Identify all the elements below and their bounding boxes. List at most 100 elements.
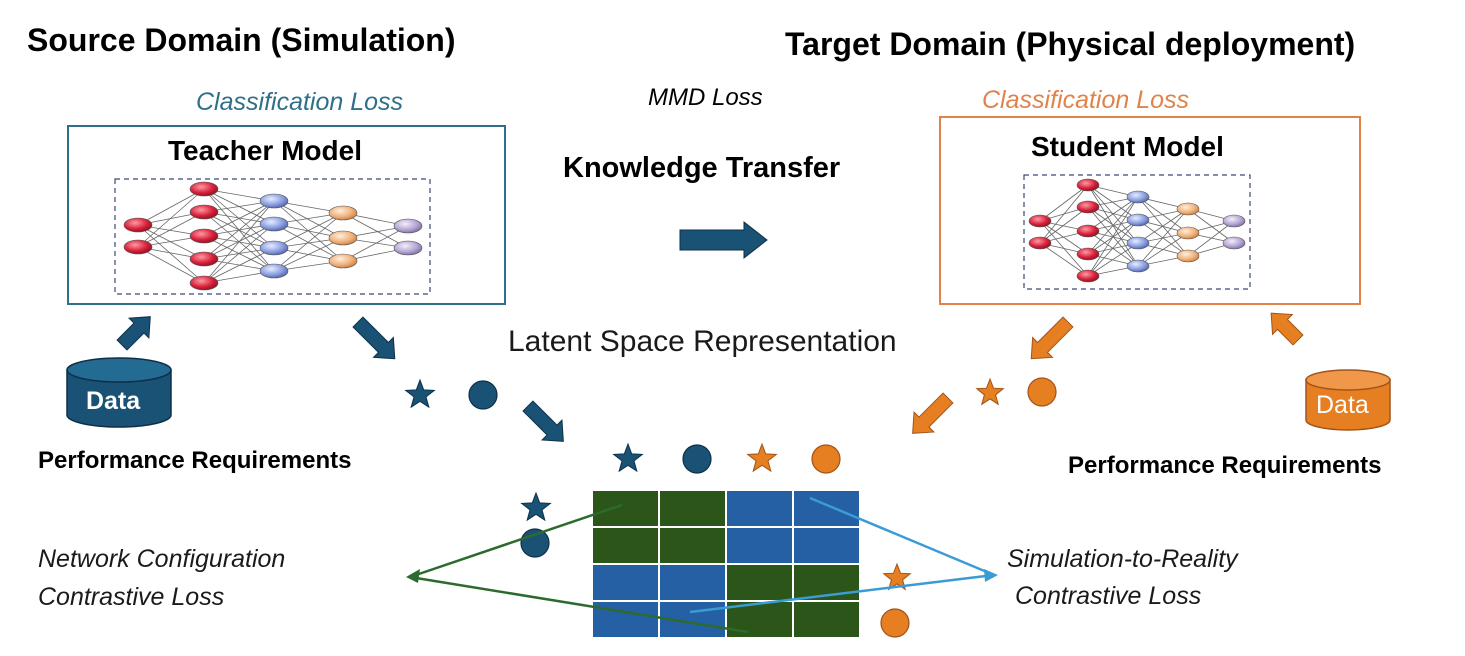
similarity-cell xyxy=(725,563,794,602)
network-node xyxy=(189,181,219,197)
network-node xyxy=(1076,178,1100,192)
target-performance-requirements: Performance Requirements xyxy=(1068,452,1382,479)
source-classification-loss: Classification Loss xyxy=(196,88,404,116)
network-node xyxy=(259,193,289,209)
latent-star-marker xyxy=(404,378,436,409)
network-edge xyxy=(137,211,205,248)
network-edge xyxy=(1187,208,1235,244)
network-edge xyxy=(1137,208,1189,267)
latent-star-marker xyxy=(882,562,912,591)
network-node xyxy=(393,240,423,256)
target-classification-loss: Classification Loss xyxy=(982,86,1190,114)
network-node xyxy=(189,204,219,220)
network-node xyxy=(1076,269,1100,283)
student-model-box xyxy=(939,116,1361,305)
network-edge xyxy=(342,225,409,262)
flow-arrow xyxy=(912,392,954,434)
similarity-cell xyxy=(658,563,727,602)
network-node xyxy=(1126,190,1150,204)
latent-star-marker xyxy=(975,377,1005,406)
similarity-cell xyxy=(725,489,794,528)
network-node xyxy=(328,253,358,269)
network-node xyxy=(1028,236,1052,250)
target-domain-title: Target Domain (Physical deployment) xyxy=(785,26,1356,62)
network-config-loss-line2: Contrastive Loss xyxy=(38,583,225,611)
network-node xyxy=(1126,236,1150,250)
latent-circle-marker xyxy=(520,528,550,558)
network-edge xyxy=(1087,196,1139,232)
network-edge xyxy=(203,223,275,284)
network-node xyxy=(328,205,358,221)
similarity-cell xyxy=(658,526,727,565)
network-node xyxy=(1076,224,1100,238)
network-edge xyxy=(1087,196,1139,255)
latent-circle-marker xyxy=(468,380,498,410)
network-edge xyxy=(137,224,205,284)
network-node xyxy=(1076,247,1100,261)
flow-arrow xyxy=(522,400,564,442)
network-node xyxy=(1222,214,1246,228)
network-edge xyxy=(1039,184,1089,244)
network-node xyxy=(1176,226,1200,240)
similarity-cell xyxy=(792,526,861,565)
network-edge xyxy=(1087,184,1139,221)
network-edge xyxy=(1137,196,1189,234)
network-node xyxy=(123,239,153,255)
network-node xyxy=(1028,214,1052,228)
network-edge xyxy=(342,212,409,249)
network-edge xyxy=(273,237,344,272)
flow-arrow xyxy=(1270,312,1304,346)
network-node xyxy=(259,240,289,256)
network-edge xyxy=(1087,219,1139,277)
network-edge xyxy=(203,200,275,237)
network-edge xyxy=(203,200,275,284)
network-edge xyxy=(1039,220,1089,255)
similarity-cell xyxy=(725,526,794,565)
source-data-label: Data xyxy=(86,387,141,415)
target-data-cylinder xyxy=(1305,369,1391,431)
network-edge xyxy=(137,188,205,226)
knowledge-transfer-label: Knowledge Transfer xyxy=(563,152,841,184)
network-node xyxy=(259,263,289,279)
teacher-network-frame xyxy=(114,178,431,295)
network-node xyxy=(189,275,219,291)
network-node xyxy=(393,218,423,234)
network-node xyxy=(259,216,289,232)
student-model-title: Student Model xyxy=(1031,131,1224,162)
source-domain-title: Source Domain (Simulation) xyxy=(27,22,456,58)
network-node xyxy=(1222,236,1246,250)
latent-star-marker xyxy=(612,442,644,473)
network-node xyxy=(328,230,358,246)
network-edge xyxy=(273,200,344,239)
latent-star-marker xyxy=(520,491,552,522)
network-edge xyxy=(203,247,275,284)
similarity-cell xyxy=(591,563,660,602)
latent-star-marker xyxy=(746,442,778,473)
student-network-frame xyxy=(1023,174,1251,290)
similarity-cell xyxy=(792,600,861,639)
network-node xyxy=(1076,200,1100,214)
latent-circle-marker xyxy=(880,608,910,638)
network-node xyxy=(123,217,153,233)
similarity-cell xyxy=(658,489,727,528)
sim2real-loss-line2: Contrastive Loss xyxy=(1015,582,1202,610)
teacher-neural-network xyxy=(123,181,423,291)
latent-circle-marker xyxy=(1027,377,1057,407)
network-node xyxy=(1126,213,1150,227)
network-edge xyxy=(1039,242,1089,277)
latent-markers xyxy=(404,377,1057,638)
network-edge xyxy=(1137,232,1189,267)
sim2real-contrastive-lines xyxy=(689,496,998,614)
similarity-cell xyxy=(792,489,861,528)
network-edge xyxy=(273,212,344,249)
network-edge xyxy=(137,224,205,260)
network-config-loss-line1: Network Configuration xyxy=(38,545,286,573)
flow-arrow xyxy=(1030,316,1074,360)
flow-arrow xyxy=(116,316,151,351)
latent-circle-marker xyxy=(811,444,841,474)
network-edge xyxy=(203,200,275,260)
similarity-cell xyxy=(591,489,660,528)
similarity-matrix xyxy=(591,489,861,639)
network-edge xyxy=(137,188,205,248)
similarity-cell xyxy=(591,600,660,639)
